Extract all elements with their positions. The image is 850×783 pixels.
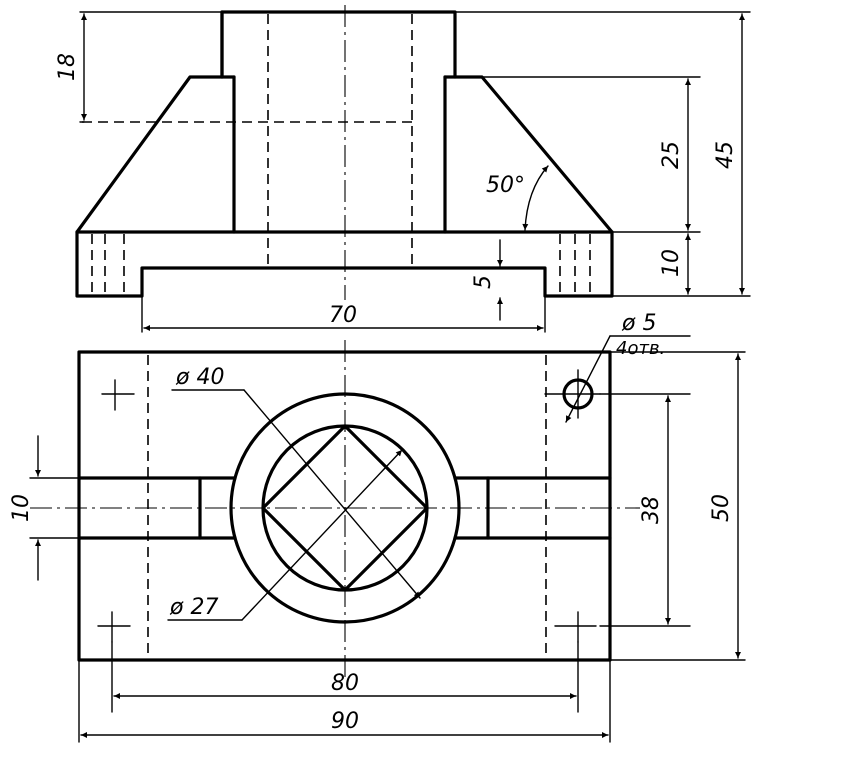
dim-18-label: 18	[55, 53, 80, 81]
dim-10-top-label: 10	[9, 494, 34, 522]
dim-90-label: 90	[331, 709, 359, 734]
top-view	[30, 340, 640, 680]
dim-arc-50deg	[522, 165, 549, 231]
holes-label: 4отв.	[616, 338, 665, 359]
leader-phi27	[241, 449, 403, 621]
dim-45-label: 45	[713, 141, 738, 169]
phi40-label: ø 40	[175, 365, 224, 390]
leader-phi40	[243, 389, 421, 599]
phi27-label: ø 27	[169, 595, 218, 620]
top-dimensions: ø 5 4отв. ø 40 ø 27 10 38 50 80	[9, 311, 746, 743]
dim-5-label: 5	[471, 275, 496, 289]
front-dimensions: 18 25 10 45 50° 5 70	[55, 11, 751, 333]
phi5-label: ø 5	[621, 311, 656, 336]
dim-25-label: 25	[659, 141, 684, 169]
dim-50deg-label: 50°	[486, 173, 525, 198]
dim-80-label: 80	[331, 671, 359, 696]
dim-50-label: 50	[709, 494, 734, 522]
front-outline	[75, 10, 614, 298]
front-view	[75, 5, 614, 300]
dim-10-front-label: 10	[659, 249, 684, 277]
leader-phi5	[565, 335, 611, 423]
dim-70-label: 70	[329, 303, 357, 328]
dim-38-label: 38	[639, 496, 664, 524]
